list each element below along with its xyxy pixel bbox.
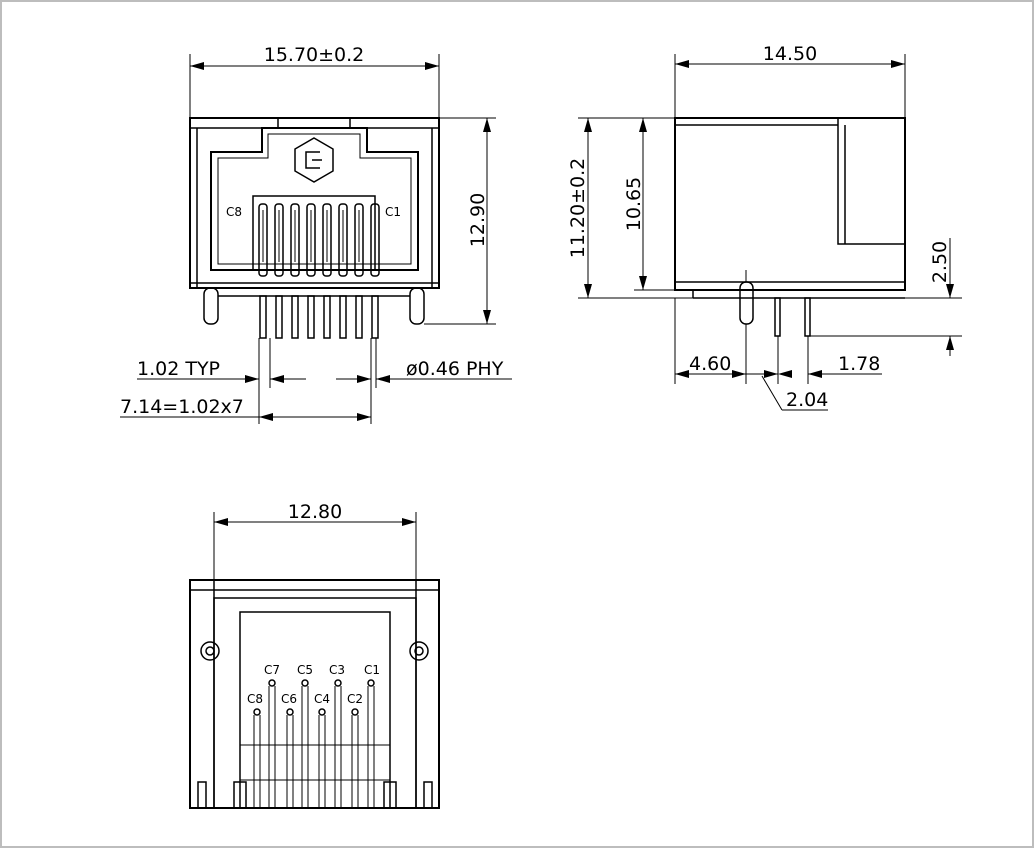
span-dim: 7.14=1.02x7 — [120, 396, 244, 418]
side-view: 14.50 11.20±0.2 10.65 2.5 — [567, 43, 962, 411]
side-length-dim: 14.50 — [763, 43, 817, 65]
bottom-contact-pad — [351, 708, 359, 716]
bottom-contact-pad — [334, 679, 342, 687]
front-contact-blade — [274, 203, 284, 277]
front-contact-blade — [370, 203, 380, 277]
front-contact-blade — [306, 203, 316, 277]
front-view: 15.70±0.2 C8 C1 12.90 — [120, 44, 512, 424]
standoff-dim: 2.50 — [929, 241, 951, 283]
pin-pitch-dim: 1.78 — [838, 353, 880, 375]
bottom-view: 12.80 C7 C5 C3 C1 C8 C6 C4 C2 — [189, 501, 440, 809]
front-pin — [339, 295, 347, 339]
front-contact-blade — [338, 203, 348, 277]
front-contact-blade — [290, 203, 300, 277]
bottom-contact-c7: C7 — [264, 663, 280, 677]
front-height-dim: 12.90 — [467, 193, 489, 247]
front-pin — [355, 295, 363, 339]
bottom-contact-c8: C8 — [247, 692, 263, 706]
pin-diameter-dim: ø0.46 PHY — [406, 358, 504, 380]
offset-dim: 4.60 — [689, 353, 731, 375]
bottom-contact-c3: C3 — [329, 663, 345, 677]
front-pin — [371, 295, 379, 339]
front-contact-c8: C8 — [226, 205, 242, 219]
front-contact-blade — [258, 203, 268, 277]
front-width-dim: 15.70±0.2 — [264, 44, 365, 66]
side-body-height-dim: 10.65 — [623, 177, 645, 231]
bottom-contact-pad — [253, 708, 261, 716]
bottom-contact-pad — [268, 679, 276, 687]
front-contact-blade — [322, 203, 332, 277]
bottom-contact-pad — [367, 679, 375, 687]
bottom-contact-pad — [318, 708, 326, 716]
bottom-contact-c2: C2 — [347, 692, 363, 706]
bottom-contact-pad — [301, 679, 309, 687]
front-pin — [275, 295, 283, 339]
front-pin — [291, 295, 299, 339]
bottom-contact-c4: C4 — [314, 692, 330, 706]
front-contact-blade — [354, 203, 364, 277]
bottom-contact-c1: C1 — [364, 663, 380, 677]
bottom-width-dim: 12.80 — [288, 501, 342, 523]
pin-spacing-dim: 2.04 — [786, 389, 828, 411]
front-pin — [259, 295, 267, 339]
front-pin — [323, 295, 331, 339]
side-total-height-dim: 11.20±0.2 — [567, 158, 589, 259]
front-contact-c1: C1 — [385, 205, 401, 219]
front-pin — [307, 295, 315, 339]
bottom-contact-c5: C5 — [297, 663, 313, 677]
pitch-dim: 1.02 TYP — [137, 358, 220, 380]
bottom-contact-c6: C6 — [281, 692, 297, 706]
bottom-contact-pad — [286, 708, 294, 716]
